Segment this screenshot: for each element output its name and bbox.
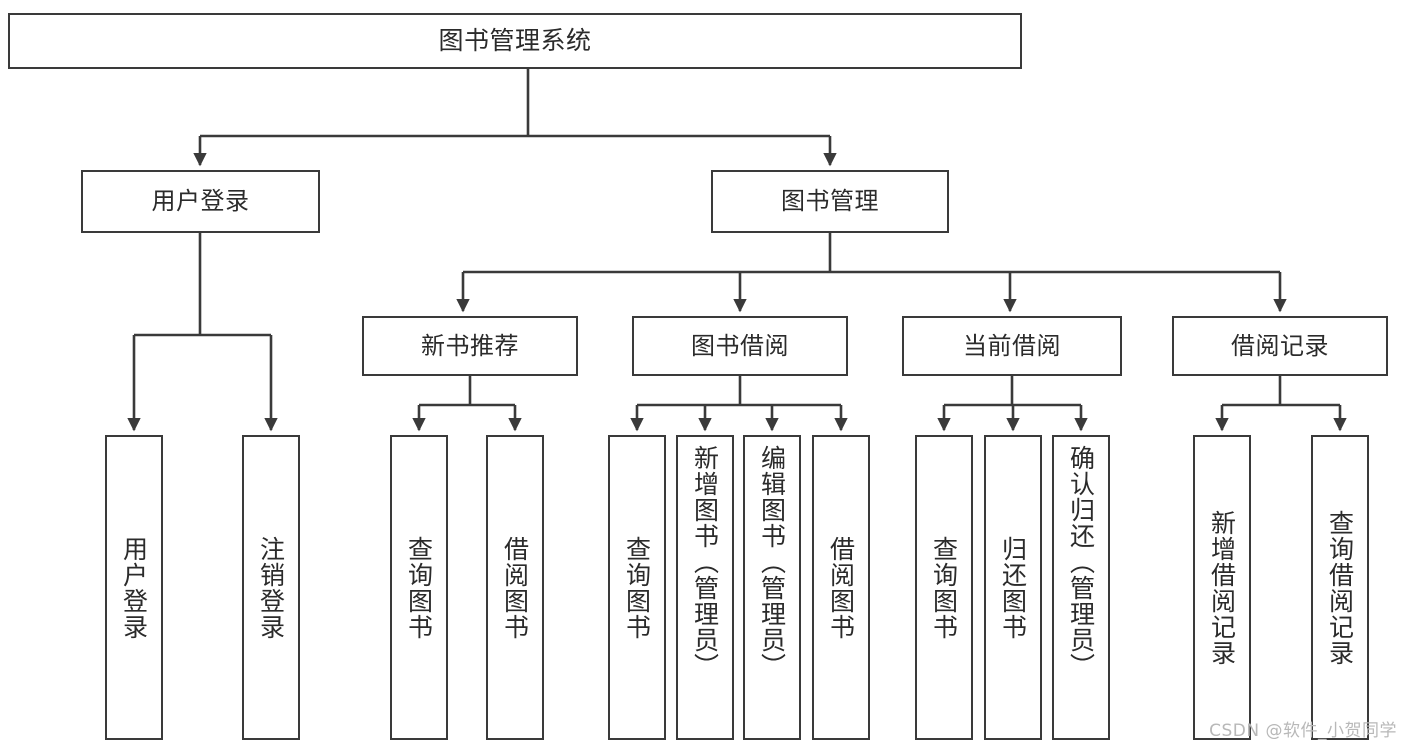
node-label: 用户登录 [119, 535, 149, 640]
node-current-borrow[interactable]: 当前借阅 [902, 316, 1122, 376]
leaf-add-borrow-record[interactable]: 新增借阅记录 [1193, 435, 1251, 740]
leaf-borrow-book-borrow[interactable]: 借阅图书 [812, 435, 870, 740]
node-label: 注销登录 [256, 535, 286, 640]
node-borrow-record[interactable]: 借阅记录 [1172, 316, 1388, 376]
csdn-watermark: CSDN @软件_小贺同学 [1209, 721, 1397, 741]
leaf-borrow-book-recommend[interactable]: 借阅图书 [486, 435, 544, 740]
node-book-borrow[interactable]: 图书借阅 [632, 316, 848, 376]
leaf-query-borrow-record[interactable]: 查询借阅记录 [1311, 435, 1369, 740]
node-label: 归还图书 [998, 535, 1028, 640]
node-label: 新增借阅记录 [1207, 509, 1237, 666]
node-label: 图书借阅 [691, 331, 789, 360]
node-label: 借阅图书 [826, 535, 856, 640]
leaf-logout-login[interactable]: 注销登录 [242, 435, 300, 740]
node-label: 查询图书 [404, 535, 434, 640]
node-label: 确认归还（管理员） [1066, 445, 1096, 679]
leaf-query-book-current[interactable]: 查询图书 [915, 435, 973, 740]
node-label: 图书管理 [781, 187, 879, 216]
node-user-login[interactable]: 用户登录 [81, 170, 320, 233]
leaf-query-book-recommend[interactable]: 查询图书 [390, 435, 448, 740]
node-label: 借阅图书 [500, 535, 530, 640]
node-label: 新书推荐 [421, 331, 519, 360]
leaf-confirm-return-admin[interactable]: 确认归还（管理员） [1052, 435, 1110, 740]
node-label: 查询图书 [929, 535, 959, 640]
node-label: 编辑图书（管理员） [757, 445, 787, 679]
node-label: 图书管理系统 [438, 26, 592, 56]
leaf-return-book[interactable]: 归还图书 [984, 435, 1042, 740]
node-label: 用户登录 [151, 187, 250, 216]
node-label: 借阅记录 [1231, 331, 1329, 360]
leaf-query-book-borrow[interactable]: 查询图书 [608, 435, 666, 740]
node-label: 新增图书（管理员） [690, 445, 720, 679]
node-book-management-system[interactable]: 图书管理系统 [8, 13, 1022, 69]
node-book-management[interactable]: 图书管理 [711, 170, 949, 233]
leaf-user-login[interactable]: 用户登录 [105, 435, 163, 740]
node-new-book-recommend[interactable]: 新书推荐 [362, 316, 578, 376]
leaf-add-book-admin[interactable]: 新增图书（管理员） [676, 435, 734, 740]
node-label: 查询图书 [622, 535, 652, 640]
node-label: 当前借阅 [963, 331, 1061, 360]
node-label: 查询借阅记录 [1325, 509, 1355, 666]
leaf-edit-book-admin[interactable]: 编辑图书（管理员） [743, 435, 801, 740]
